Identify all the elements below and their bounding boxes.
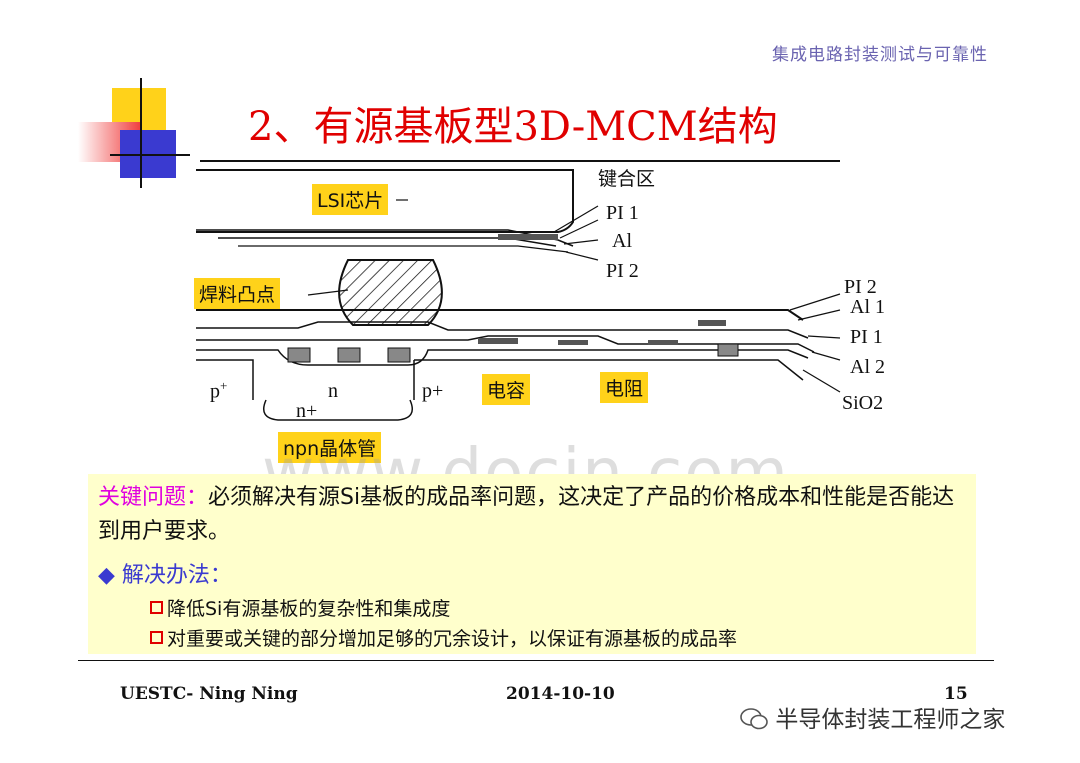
label-n-plus: n+ <box>296 400 318 422</box>
solution-heading: ◆ 解决办法： <box>98 557 232 589</box>
label-bond-area: 键合区 <box>598 168 656 190</box>
cross-section-drawing <box>196 169 841 421</box>
solution-item: 对重要或关键的部分增加足够的冗余设计，以保证有源基板的成品率 <box>150 624 737 651</box>
square-bullet-icon <box>150 631 163 644</box>
label-sio2: SiO2 <box>842 392 884 414</box>
wechat-source: 半导体封装工程师之家 <box>740 700 1005 734</box>
page-number: 15 <box>944 684 968 704</box>
tag-lsi-chip: LSI芯片 <box>312 184 389 215</box>
footer-author: UESTC- Ning Ning <box>120 684 298 704</box>
label-pi1-right: PI 1 <box>850 326 883 348</box>
tag-npn-transistor: npn晶体管 <box>278 432 382 463</box>
label-p-right: p+ <box>422 380 444 402</box>
key-issue-text: 必须解决有源Si基板的成品率问题，这决定了产品的价格成本和性能是否能达到用户要求… <box>98 485 955 544</box>
footer-date: 2014-10-10 <box>506 684 615 704</box>
diamond-bullet-icon: ◆ <box>98 563 115 588</box>
key-issue-label: 关键问题： <box>98 485 209 510</box>
label-pi2-right: PI 2 <box>844 276 877 298</box>
mcm-cross-section-diagram: 键合区 PI 1 Al PI 2 PI 2 Al 1 PI 1 Al 2 SiO… <box>178 160 898 472</box>
label-pi1-top: PI 1 <box>606 202 639 224</box>
solution-item: 降低Si有源基板的复杂性和集成度 <box>150 594 450 621</box>
wechat-icon <box>740 708 768 730</box>
label-n: n <box>328 380 338 402</box>
key-issue-panel <box>88 474 976 654</box>
footer-divider <box>78 660 994 661</box>
square-bullet-icon <box>150 601 163 614</box>
tag-solder-bump: 焊料凸点 <box>194 278 281 309</box>
label-p-left: p+ <box>210 378 228 403</box>
label-al-top: Al <box>612 230 632 252</box>
title-divider <box>200 160 840 162</box>
tag-resistor: 电阻 <box>600 372 649 403</box>
label-al2-right: Al 2 <box>850 356 885 378</box>
key-issue-paragraph: 关键问题：必须解决有源Si基板的成品率问题，这决定了产品的价格成本和性能是否能达… <box>98 481 968 549</box>
tag-capacitor: 电容 <box>482 374 531 405</box>
label-pi2-top: PI 2 <box>606 260 639 282</box>
label-al1-right: Al 1 <box>850 296 885 318</box>
slide-title: 2、有源基板型3D-MCM结构 <box>248 104 778 150</box>
wechat-source-name: 半导体封装工程师之家 <box>775 707 1006 733</box>
solution-label: 解决办法： <box>121 563 232 588</box>
course-title: 集成电路封装测试与可靠性 <box>772 45 988 65</box>
